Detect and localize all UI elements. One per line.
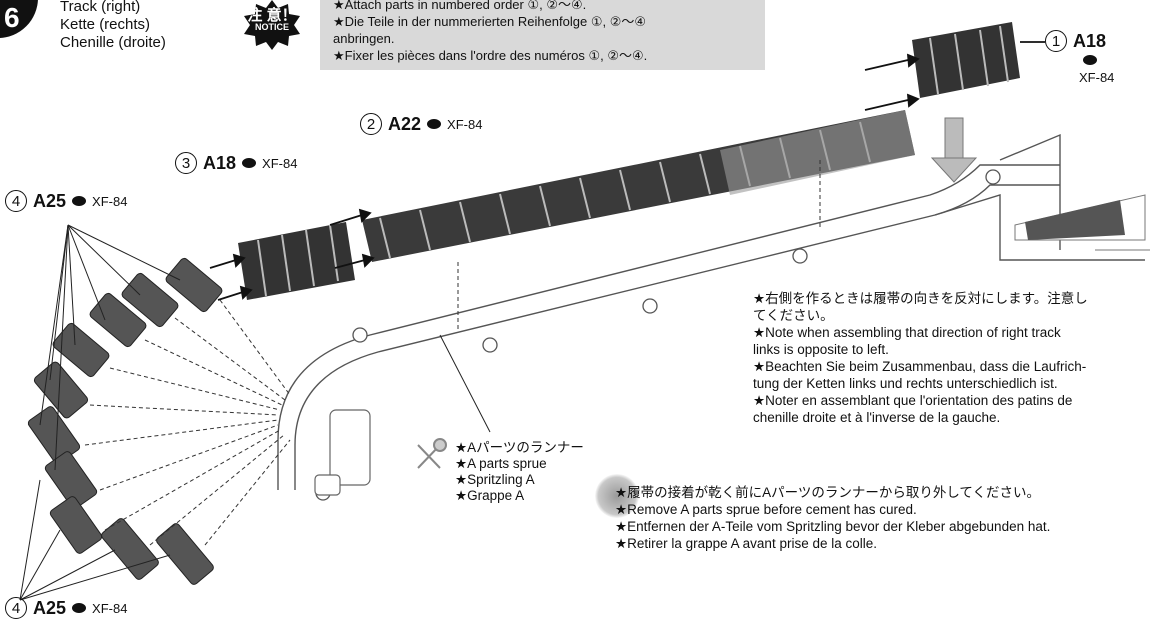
callout-number: 3 — [175, 152, 197, 174]
note-line: ★Entfernen der A-Teile vom Spritzling be… — [615, 519, 1051, 534]
note-line: ★Beachten Sie beim Zusammenbau, dass die… — [753, 359, 1087, 374]
paint-drop-icon — [427, 119, 442, 129]
callout-number: 2 — [360, 113, 382, 135]
note-line: ★履帯の接着が乾く前にAパーツのランナーから取り外してください。 — [615, 485, 1041, 500]
callout-number: 4 — [5, 597, 27, 619]
notice-line: ★Attach parts in numbered order ①, ②～④. — [333, 0, 587, 12]
sprue-label-line: ★Spritzling A — [455, 472, 535, 487]
note-line: chenille droite et à l'inverse de la gau… — [753, 410, 1001, 425]
title-de: Kette (rechts) — [60, 16, 151, 33]
paint-drop-icon — [72, 196, 87, 206]
inset-detail — [1014, 194, 1150, 251]
notice-badge-icon — [244, 0, 300, 50]
callout-1: 1 A18 XF-84 — [1045, 30, 1114, 85]
paint-drop-icon — [72, 603, 87, 613]
callout-number: 1 — [1045, 30, 1067, 52]
notice-line: anbringen. — [333, 31, 395, 46]
notice-box — [320, 0, 765, 70]
paint-code: XF-84 — [92, 193, 128, 209]
step-titles: Track (right) Kette (rechts) Chenille (d… — [60, 0, 166, 52]
callout-2: 2 A22 XF-84 — [360, 113, 482, 135]
note-line: ★Remove A parts sprue before cement has … — [615, 502, 917, 517]
notice-line: ★Fixer les pièces dans l'ordre des numér… — [333, 48, 648, 63]
note-line: ★右側を作るときは履帯の向きを反対にします。注意し — [753, 291, 1088, 306]
sprue-label-line: ★Grappe A — [455, 488, 525, 503]
callout-number: 4 — [5, 190, 27, 212]
caution-burst-icon — [595, 474, 639, 518]
part-number: A22 — [388, 113, 422, 134]
notice-jp: 注 意！ — [247, 7, 297, 24]
part-number: A25 — [33, 190, 67, 211]
note-line: ★Retirer la grappe A avant prise de la c… — [615, 536, 877, 551]
part-number: A18 — [203, 152, 237, 173]
paint-code: XF-84 — [447, 116, 483, 132]
callout-4-bottom: 4 A25 XF-84 — [5, 597, 127, 619]
callout-4-top: 4 A25 XF-84 — [5, 190, 127, 212]
sprue-label-line: ★Aパーツのランナー — [455, 440, 584, 455]
note-line: ★Noter en assemblant que l'orientation d… — [753, 393, 1073, 408]
paint-drop-icon — [1082, 55, 1097, 65]
track-section-a18-3 — [238, 222, 355, 300]
note-line: ★Note when assembling that direction of … — [753, 325, 1061, 340]
track-direction-note: ★右側を作るときは履帯の向きを反対にします。注意し てください。 ★Note w… — [753, 290, 1163, 426]
sprue-label-line: ★A parts sprue — [455, 456, 547, 471]
track-section-a18-1 — [912, 22, 1020, 98]
note-line: てください。 — [753, 308, 834, 323]
title-fr: Chenille (droite) — [60, 34, 166, 51]
sprue-label: ★Aパーツのランナー ★A parts sprue ★Spritzling A … — [455, 440, 584, 504]
sprue-removal-note: ★履帯の接着が乾く前にAパーツのランナーから取り外してください。 ★Remove… — [615, 484, 1170, 552]
step-number: 6 — [4, 2, 20, 33]
part-number: A25 — [33, 597, 67, 618]
paint-code: XF-84 — [1079, 70, 1115, 85]
paint-code: XF-84 — [262, 155, 298, 171]
track-run-a22 — [362, 110, 915, 262]
paint-code: XF-84 — [92, 600, 128, 616]
title-en: Track (right) — [60, 0, 141, 15]
note-line: tung der Ketten links und rechts untersc… — [753, 376, 1058, 391]
paint-drop-icon — [242, 158, 257, 168]
callout-3: 3 A18 XF-84 — [175, 152, 297, 174]
note-line: links is opposite to left. — [753, 342, 889, 357]
part-number: A18 — [1073, 30, 1107, 51]
notice-en: NOTICE — [254, 22, 289, 32]
sprue-icon — [417, 438, 447, 469]
notice-line: ★Die Teile in der nummerierten Reihenfol… — [333, 14, 647, 29]
notice-text: ★Attach parts in numbered order ①, ②～④. … — [333, 0, 647, 64]
